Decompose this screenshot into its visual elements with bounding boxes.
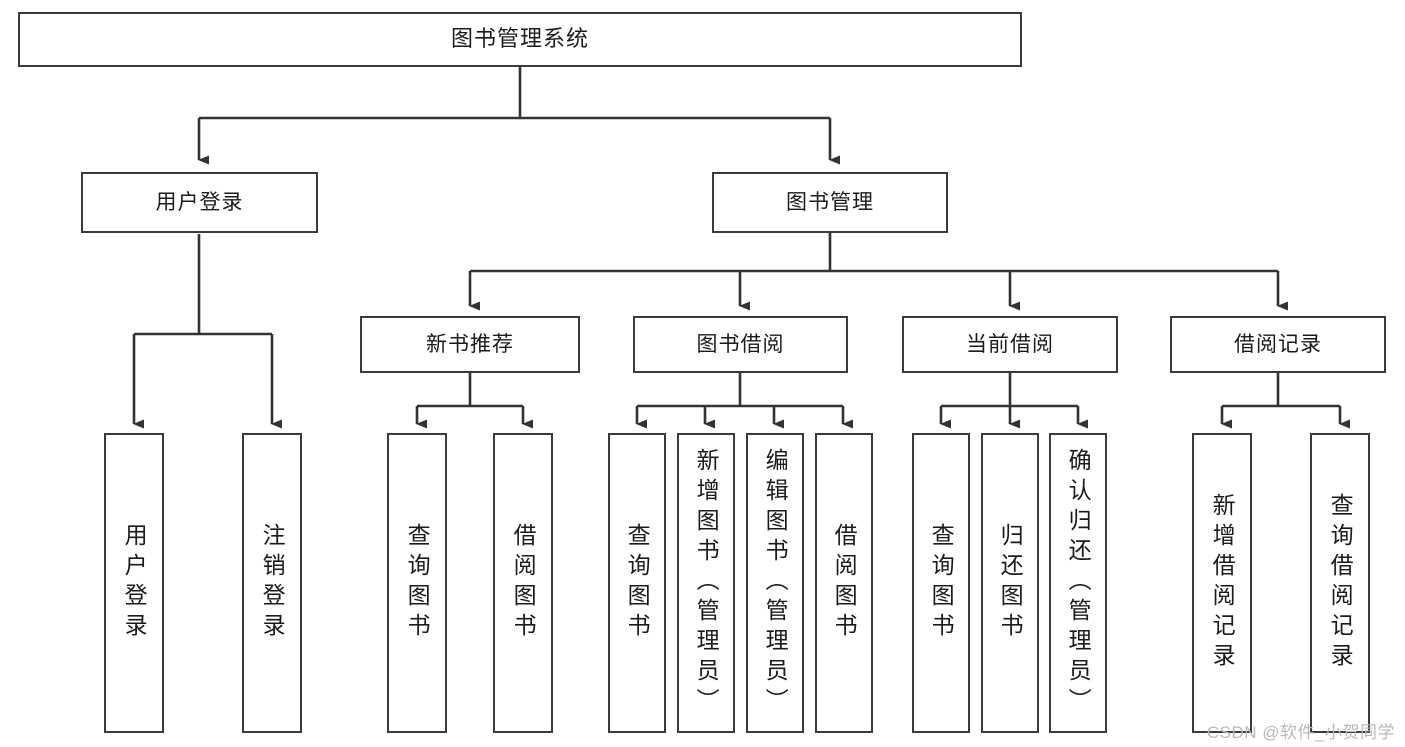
- leaf-add-borrow-record[interactable]: 新增借阅记录: [1192, 433, 1252, 733]
- node-label: 借阅图书: [831, 523, 858, 643]
- node-label: 图书管理系统: [450, 26, 589, 52]
- node-label: 查询图书: [928, 523, 955, 643]
- leaf-confirm-return-admin[interactable]: 确认归还（管理员）: [1049, 433, 1107, 733]
- node-label: 查询图书: [624, 523, 651, 643]
- leaf-user-login[interactable]: 用户登录: [104, 433, 164, 733]
- node-label: 查询图书: [404, 523, 431, 643]
- leaf-add-book-admin[interactable]: 新增图书（管理员）: [677, 433, 735, 733]
- node-label: 图书管理: [786, 190, 874, 214]
- node-label: 归还图书: [997, 523, 1024, 643]
- edge-bookborrow-to-leaves: [635, 372, 853, 429]
- node-label: 当前借阅: [966, 332, 1054, 356]
- leaf-query-borrow-record[interactable]: 查询借阅记录: [1310, 433, 1370, 733]
- leaf-query-book-borrow[interactable]: 查询图书: [608, 433, 666, 733]
- node-label: 新增借阅记录: [1209, 493, 1236, 673]
- node-label: 新书推荐: [426, 332, 514, 356]
- edge-currentborrow-to-leaves: [939, 372, 1088, 429]
- leaf-query-book-recommend[interactable]: 查询图书: [387, 433, 447, 733]
- edge-root-to-level1: [197, 66, 840, 165]
- leaf-logout-login[interactable]: 注销登录: [242, 433, 302, 733]
- edge-borrowrecord-to-leaves: [1220, 372, 1350, 429]
- node-user-login[interactable]: 用户登录: [81, 172, 318, 233]
- node-label: 编辑图书（管理员）: [762, 448, 789, 718]
- leaf-edit-book-admin[interactable]: 编辑图书（管理员）: [746, 433, 804, 733]
- node-borrow-record[interactable]: 借阅记录: [1170, 316, 1386, 373]
- leaf-query-book-current[interactable]: 查询图书: [912, 433, 970, 733]
- node-book-borrow[interactable]: 图书借阅: [633, 316, 848, 373]
- node-label: 查询借阅记录: [1327, 493, 1354, 673]
- node-label: 确认归还（管理员）: [1065, 448, 1092, 718]
- node-label: 图书借阅: [696, 332, 785, 356]
- node-label: 用户登录: [121, 523, 148, 643]
- node-new-book-recommend[interactable]: 新书推荐: [360, 316, 580, 373]
- node-current-borrow[interactable]: 当前借阅: [902, 316, 1118, 373]
- leaf-borrow-book-borrow[interactable]: 借阅图书: [815, 433, 873, 733]
- edge-bookmanagement-to-level2: [468, 232, 1288, 311]
- edge-userlogin-to-leaves: [132, 234, 282, 429]
- node-label: 借阅图书: [510, 523, 537, 643]
- csdn-watermark: CSDN @软件_小贺同学: [1206, 723, 1395, 742]
- node-label: 借阅记录: [1234, 332, 1322, 356]
- leaf-return-book[interactable]: 归还图书: [981, 433, 1039, 733]
- node-label: 新增图书（管理员）: [693, 448, 720, 718]
- node-book-management[interactable]: 图书管理: [712, 172, 948, 233]
- leaf-borrow-book-recommend[interactable]: 借阅图书: [493, 433, 553, 733]
- node-book-management-system[interactable]: 图书管理系统: [18, 12, 1022, 67]
- edge-newbook-to-leaves: [415, 372, 533, 429]
- node-label: 注销登录: [259, 523, 286, 643]
- node-label: 用户登录: [155, 190, 244, 214]
